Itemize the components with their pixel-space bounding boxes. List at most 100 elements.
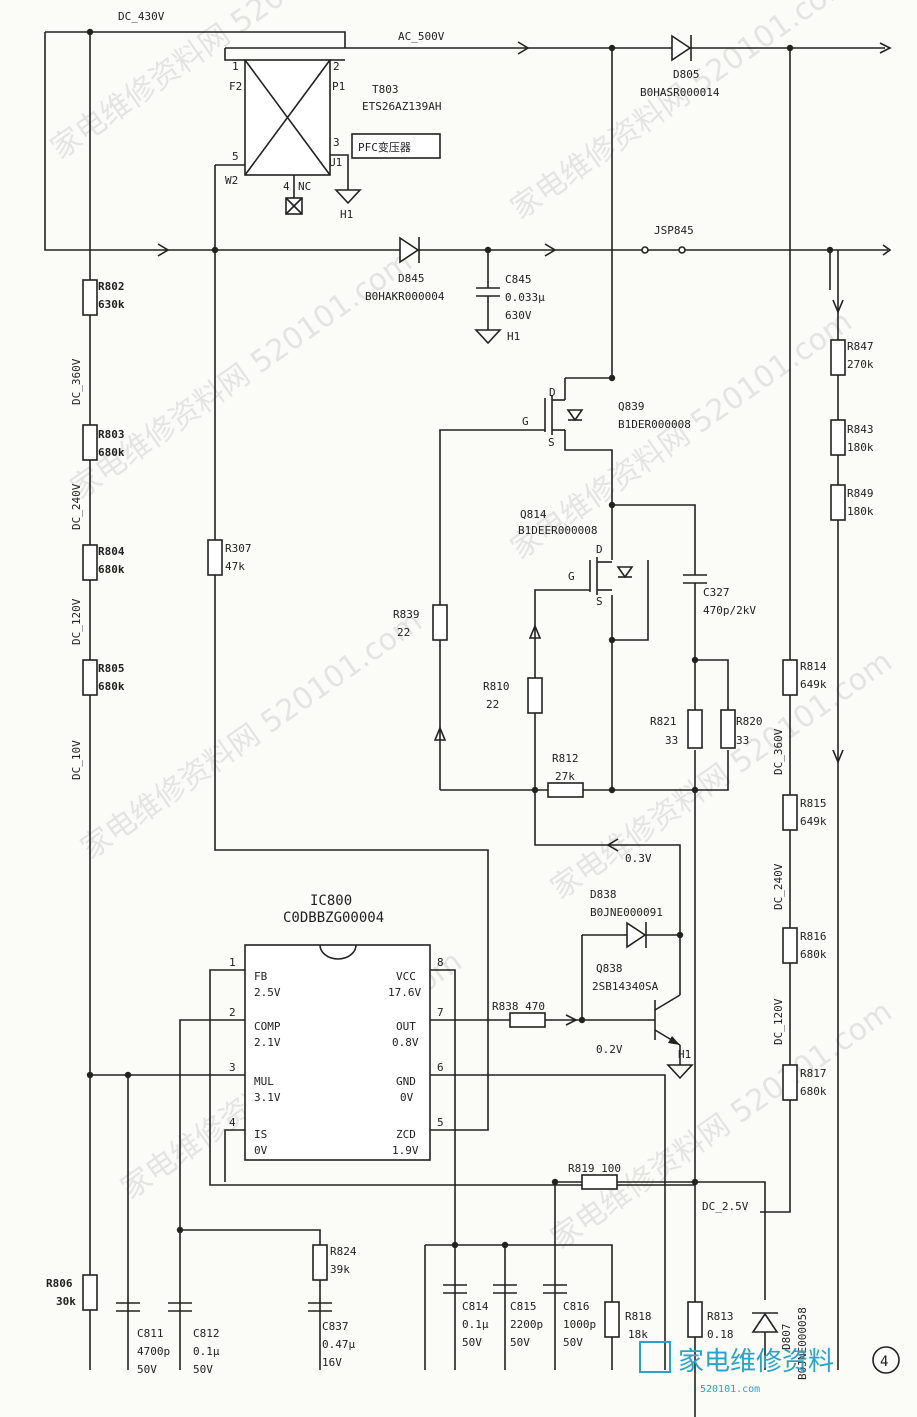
c845-voltage: 630V xyxy=(505,309,532,322)
ic-pin-number: 7 xyxy=(437,1006,444,1019)
resistor-r819: R819 100 xyxy=(568,1162,621,1190)
mosfet-q839: D G S Q839 B1DER000008 xyxy=(522,386,691,449)
ic-pin-name: COMP xyxy=(254,1020,281,1033)
c327-value: 470p/2kV xyxy=(703,604,756,617)
r810-value: 22 xyxy=(486,698,499,711)
pin-3-label: 3 xyxy=(333,136,340,149)
nc-label: NC xyxy=(298,180,311,193)
q838-ref: Q838 xyxy=(596,962,623,975)
r819-label: R819 100 xyxy=(568,1162,621,1175)
ic-pin-name: FB xyxy=(254,970,268,983)
resistor-r810: R810 22 xyxy=(483,623,543,714)
net-dc-430v: DC_430V xyxy=(118,10,165,23)
r814-value: 649k xyxy=(800,678,827,691)
q839-s-label: S xyxy=(548,436,555,449)
r307-ref: R307 xyxy=(225,542,252,555)
c814-ref: C814 xyxy=(462,1300,489,1313)
diode-d845: D845 B0HAKR000004 xyxy=(365,236,445,303)
r810-ref: R810 xyxy=(483,680,510,693)
r847-ref: R847 xyxy=(847,340,874,353)
d805-part: B0HASR000014 xyxy=(640,86,720,99)
diode-d805: D805 B0HASR000014 xyxy=(640,34,720,99)
ic-pin-voltage: 17.6V xyxy=(388,986,421,999)
c815-value: 2200p xyxy=(510,1318,543,1331)
r812-value: 27k xyxy=(555,770,575,783)
ic-pin-voltage: 0V xyxy=(254,1144,268,1157)
resistor-r838: R838 470 xyxy=(492,1000,578,1028)
net-dc-2-5v: DC_2.5V xyxy=(702,1200,749,1213)
transformer-t803: 1 2 F2 P1 3 U1 5 W2 4 NC H1 T803 ETS26AZ… xyxy=(215,59,441,221)
f2-label: F2 xyxy=(229,80,242,93)
mosfet-q814: D G S Q814 B1DEER000008 xyxy=(518,508,634,608)
voltage-0-3v: 0.3V xyxy=(625,852,652,865)
c845-ground-label: H1 xyxy=(507,330,520,343)
d807-ref: D807 xyxy=(780,1324,793,1351)
ic-pin-voltage: 0V xyxy=(400,1091,414,1104)
diode-d838: D838 B0JNE000091 xyxy=(590,888,663,949)
c811-ref: C811 xyxy=(137,1327,164,1340)
r824-ref: R824 xyxy=(330,1245,357,1258)
c815-ref: C815 xyxy=(510,1300,537,1313)
d838-part: B0JNE000091 xyxy=(590,906,663,919)
r804-value: 680k xyxy=(98,563,125,576)
r802-ref: R802 xyxy=(98,280,125,293)
ic-pin-name: IS xyxy=(254,1128,267,1141)
c816-value: 1000p xyxy=(563,1318,596,1331)
page-number: 4 xyxy=(880,1354,888,1370)
r806-ref: R806 xyxy=(46,1277,73,1290)
r803-ref: R803 xyxy=(98,428,125,441)
r805-ref: R805 xyxy=(98,662,125,675)
u1-label: U1 xyxy=(329,156,342,169)
q838-part: 2SB14340SA xyxy=(592,980,659,993)
ic800: IC800 C0DBBZG00004 1 2 3 4 8 7 6 5 FB 2.… xyxy=(229,893,444,1161)
watermark-layer: 家电维修资料网 520101.com 家电维修资料网 520101.com 家电… xyxy=(45,0,899,1257)
r821-value: 33 xyxy=(665,734,678,747)
site-logo: 家电维修资料 520101.com xyxy=(639,1341,834,1395)
q814-ref: Q814 xyxy=(520,508,547,521)
c327-ref: C327 xyxy=(703,586,730,599)
r815-ref: R815 xyxy=(800,797,827,810)
r820-ref: R820 xyxy=(736,715,763,728)
ic-pin-voltage: 0.8V xyxy=(392,1036,419,1049)
ic-pin-voltage: 1.9V xyxy=(392,1144,419,1157)
watermark-text: 家电维修资料网 520101.com xyxy=(545,994,899,1257)
ic-pin-name: VCC xyxy=(396,970,416,983)
c815-voltage: 50V xyxy=(510,1336,530,1349)
watermark-text: 家电维修资料网 520101.com xyxy=(45,0,399,167)
r802-value: 630k xyxy=(98,298,125,311)
q839-d-label: D xyxy=(549,386,556,399)
r812-ref: R812 xyxy=(552,752,579,765)
r839-value: 22 xyxy=(397,626,410,639)
pfc-transformer-label: PFC变压器 xyxy=(358,140,411,154)
ic-pin-number: 1 xyxy=(229,956,236,969)
q838-base-voltage: 0.2V xyxy=(596,1043,623,1056)
ic-pin-number: 6 xyxy=(437,1061,444,1074)
r805-value: 680k xyxy=(98,680,125,693)
net-dc-120v-left: DC_120V xyxy=(70,598,83,645)
resistor-r839: R839 22 xyxy=(393,604,448,741)
r847-value: 270k xyxy=(847,358,874,371)
ic800-part: C0DBBZG00004 xyxy=(283,910,384,926)
net-dc-10v-left: DC_10V xyxy=(70,740,83,780)
pin-4-label: 4 xyxy=(283,180,290,193)
d805-ref: D805 xyxy=(673,68,700,81)
ic-pin-name: GND xyxy=(396,1075,416,1088)
c812-ref: C812 xyxy=(193,1327,220,1340)
c814-voltage: 50V xyxy=(462,1336,482,1349)
r821-ref: R821 xyxy=(650,715,677,728)
ground-h1-label: H1 xyxy=(340,208,353,221)
c837-voltage: 16V xyxy=(322,1356,342,1369)
pin-1-label: 1 xyxy=(232,60,239,73)
r804-ref: R804 xyxy=(98,545,125,558)
q814-part: B1DEER000008 xyxy=(518,524,597,537)
ic-pin-name: OUT xyxy=(396,1020,416,1033)
q839-g-label: G xyxy=(522,415,529,428)
jsp845-ref: JSP845 xyxy=(654,224,694,237)
pin-2-label: 2 xyxy=(333,60,340,73)
capacitor-c327: C327 470p/2kV xyxy=(683,574,756,617)
t803-part: ETS26AZ139AH xyxy=(362,100,441,113)
net-dc-360v-left: DC_360V xyxy=(70,358,83,405)
r824-value: 39k xyxy=(330,1263,350,1276)
net-ac-500v: AC_500V xyxy=(398,30,445,43)
